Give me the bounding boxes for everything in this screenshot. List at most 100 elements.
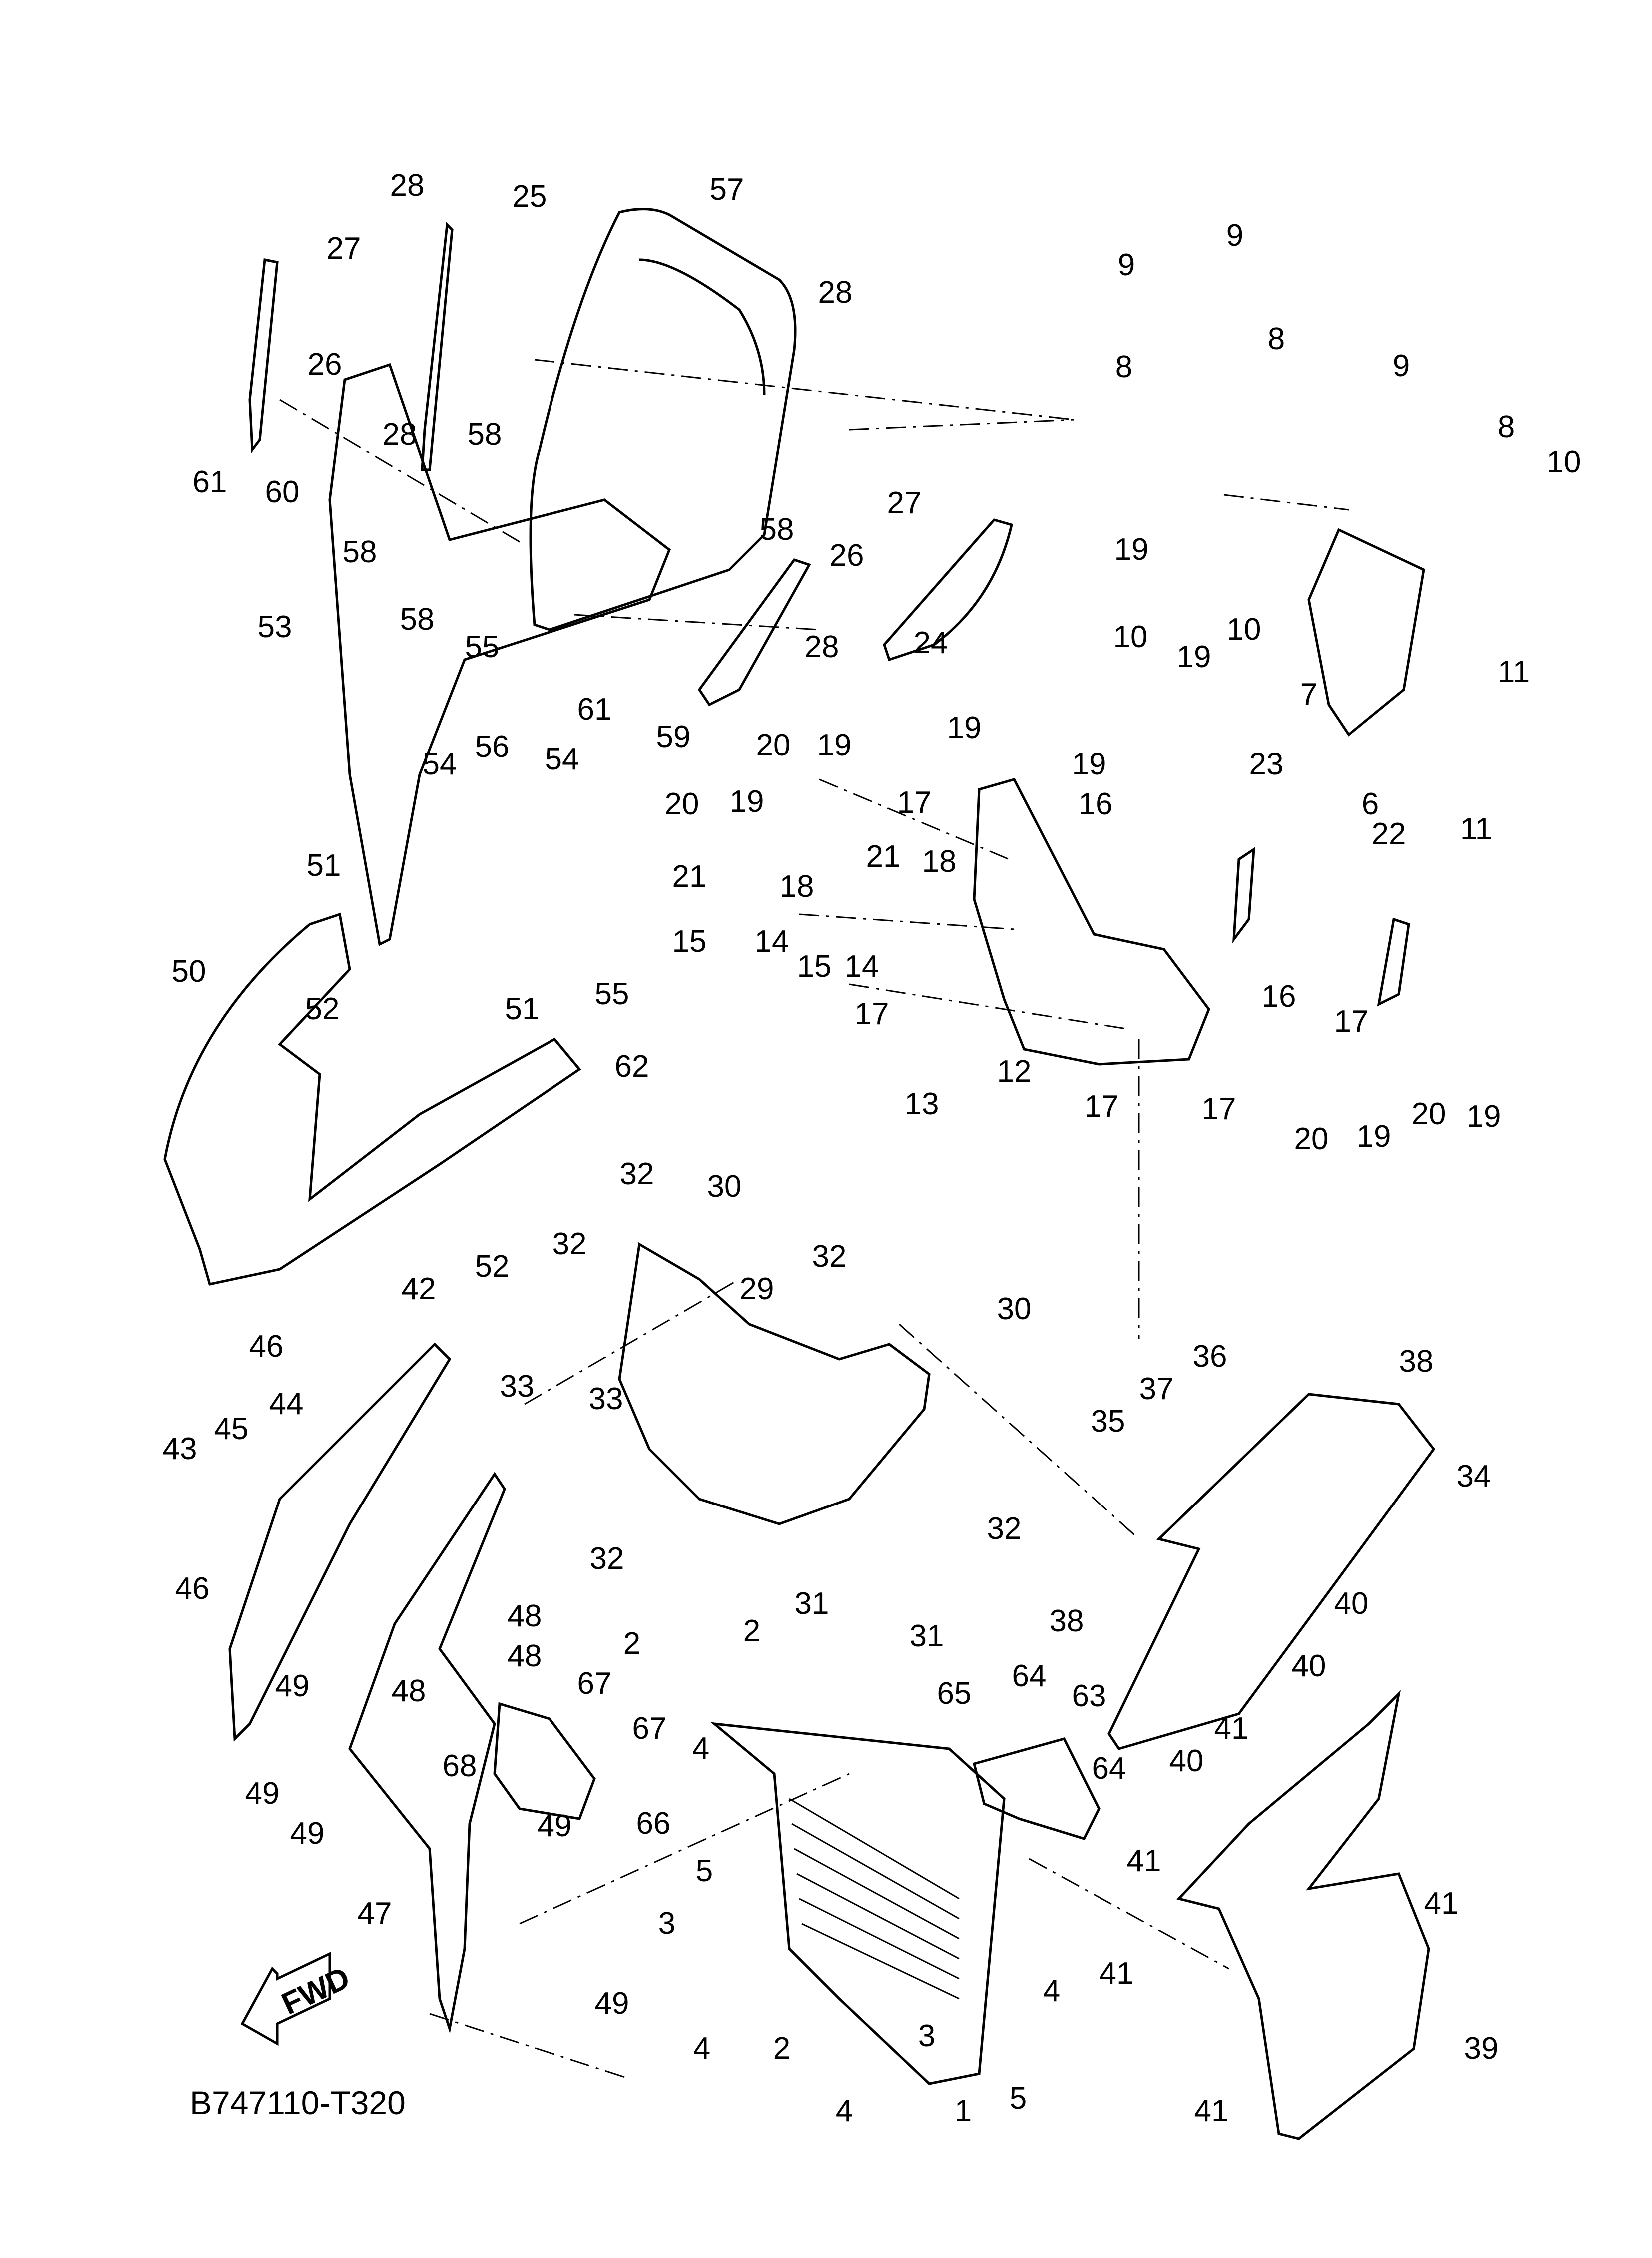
side-deflector — [248, 258, 279, 454]
part-callout-9: 9 — [1117, 248, 1135, 282]
part-callout-6: 6 — [1361, 787, 1379, 821]
part-callout-55: 55 — [594, 977, 629, 1011]
part-callout-25: 25 — [512, 179, 547, 214]
part-callout-68: 68 — [442, 1749, 477, 1783]
part-callout-58: 58 — [342, 535, 377, 569]
part-callout-27: 27 — [326, 231, 361, 266]
radiator-grille — [710, 1722, 1006, 2085]
part-callout-17: 17 — [854, 997, 889, 1031]
part-callout-15: 15 — [797, 949, 832, 984]
part-callout-52: 52 — [305, 992, 340, 1026]
part-callout-37: 37 — [1139, 1372, 1174, 1406]
part-callout-4: 4 — [1043, 1974, 1061, 2008]
part-callout-47: 47 — [357, 1896, 392, 1931]
part-callout-17: 17 — [1201, 1092, 1236, 1126]
upper-cowl — [328, 363, 671, 946]
part-callout-41: 41 — [1424, 1886, 1459, 1921]
part-callout-28: 28 — [818, 275, 853, 310]
part-callout-35: 35 — [1091, 1404, 1125, 1439]
part-callout-45: 45 — [214, 1412, 249, 1446]
part-callout-40: 40 — [1169, 1744, 1204, 1778]
part-callout-10: 10 — [1226, 612, 1261, 647]
part-callout-4: 4 — [693, 2031, 711, 2066]
bracket-23 — [1232, 847, 1255, 944]
part-callout-17: 17 — [1334, 1004, 1369, 1039]
part-callout-33: 33 — [588, 1382, 623, 1416]
part-callout-19: 19 — [1114, 532, 1149, 567]
part-callout-54: 54 — [422, 747, 457, 781]
windshield-inner-edge — [639, 258, 766, 395]
part-callout-5: 5 — [1009, 2081, 1027, 2116]
windshield — [529, 208, 797, 631]
part-callout-59: 59 — [656, 720, 691, 754]
part-callout-56: 56 — [475, 730, 510, 764]
part-callout-41: 41 — [1214, 1711, 1249, 1746]
part-callout-11: 11 — [1497, 655, 1530, 689]
part-callout-20: 20 — [1294, 1122, 1329, 1156]
side-cowl-39 — [1176, 1690, 1430, 2140]
part-callout-3: 3 — [658, 1906, 676, 1941]
part-callout-49: 49 — [245, 1776, 280, 1811]
side-panel-47 — [348, 1472, 506, 2034]
part-callout-18: 18 — [779, 869, 814, 904]
part-callout-40: 40 — [1291, 1649, 1326, 1683]
part-callout-41: 41 — [1194, 2094, 1229, 2128]
part-callout-57: 57 — [709, 172, 744, 207]
part-callout-26: 26 — [829, 538, 864, 573]
part-callout-46: 46 — [249, 1329, 284, 1364]
part-callout-17: 17 — [897, 785, 932, 820]
part-callout-29: 29 — [739, 1272, 774, 1306]
cowl-stay — [973, 778, 1210, 1066]
part-callout-1: 1 — [954, 2094, 972, 2128]
bracket-22 — [1377, 917, 1410, 1007]
part-callout-32: 32 — [619, 1157, 654, 1191]
part-callout-2: 2 — [743, 1614, 761, 1648]
part-callout-20: 20 — [756, 728, 791, 762]
part-callout-21: 21 — [866, 839, 901, 874]
part-callout-55: 55 — [465, 630, 500, 664]
part-callout-49: 49 — [594, 1986, 629, 2021]
part-callout-43: 43 — [162, 1432, 197, 1466]
fwd-arrow-icon: FWD — [240, 1952, 355, 2046]
part-callout-33: 33 — [500, 1369, 535, 1404]
part-callout-20: 20 — [664, 787, 699, 821]
part-callout-19: 19 — [729, 784, 764, 819]
part-callout-31: 31 — [909, 1619, 944, 1653]
part-callout-19: 19 — [947, 711, 982, 745]
part-callout-58: 58 — [759, 512, 794, 547]
part-callout-42: 42 — [401, 1272, 436, 1306]
part-callout-48: 48 — [507, 1599, 542, 1633]
part-callout-19: 19 — [817, 728, 852, 762]
part-callout-32: 32 — [552, 1227, 587, 1261]
part-callout-19: 19 — [1176, 640, 1211, 674]
part-callout-2: 2 — [623, 1626, 641, 1661]
duct-63 — [972, 1737, 1101, 1841]
part-callout-63: 63 — [1072, 1679, 1106, 1713]
part-callout-4: 4 — [835, 2094, 853, 2128]
part-callout-62: 62 — [614, 1049, 649, 1084]
part-callout-30: 30 — [707, 1169, 742, 1204]
part-callout-21: 21 — [672, 859, 707, 894]
part-callout-20: 20 — [1411, 1097, 1446, 1131]
part-callout-41: 41 — [1099, 1956, 1134, 1991]
part-callout-10: 10 — [1113, 620, 1148, 654]
part-callout-31: 31 — [794, 1586, 829, 1621]
part-callout-32: 32 — [987, 1511, 1022, 1546]
part-callout-19: 19 — [1466, 1099, 1501, 1134]
part-callout-60: 60 — [265, 475, 300, 509]
part-callout-14: 14 — [754, 924, 789, 959]
part-callout-54: 54 — [545, 742, 579, 776]
part-callout-9: 9 — [1392, 349, 1410, 383]
diagram-code: B747110-T320 — [190, 2084, 406, 2121]
part-callout-15: 15 — [672, 924, 707, 959]
bracket-right — [883, 518, 1013, 662]
part-callout-27: 27 — [887, 486, 922, 520]
part-callout-53: 53 — [257, 610, 292, 644]
part-callout-12: 12 — [997, 1054, 1032, 1089]
part-callout-36: 36 — [1192, 1339, 1227, 1374]
side-panel-42 — [228, 1342, 452, 1742]
bracket-left — [421, 222, 454, 471]
part-callout-32: 32 — [589, 1541, 624, 1576]
part-callout-28: 28 — [382, 417, 417, 452]
